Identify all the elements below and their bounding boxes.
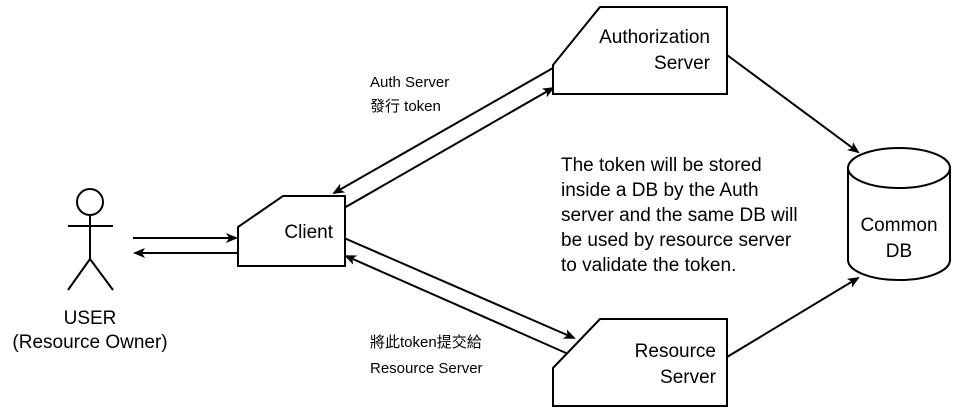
user-actor-node: USER (Resource Owner) <box>12 188 168 353</box>
authorization-server-node: Authorization Server <box>552 6 728 95</box>
authorization-server-label-line2: Server <box>654 53 711 74</box>
client-to-auth-arrow <box>343 87 555 209</box>
resource-edge-label: 將此token提交給 Resource Server <box>370 333 483 377</box>
note-line-1: The token will be stored <box>561 155 762 176</box>
user-head-icon <box>76 188 104 216</box>
note-line-2: inside a DB by the Auth <box>561 180 759 201</box>
note-line-3: server and the same DB will <box>561 205 798 226</box>
resource-server-label-line2: Server <box>660 367 717 388</box>
resource-edge-label-line1: 將此token提交給 <box>370 333 482 351</box>
auth-edge-label-line1: Auth Server <box>370 74 449 91</box>
auth-to-client-arrow <box>332 67 554 194</box>
resource-edge-label-line2: Resource Server <box>370 360 483 377</box>
user-label-line2: (Resource Owner) <box>12 332 167 353</box>
common-db-label-line2: DB <box>886 241 912 262</box>
common-db-label-line1: Common <box>860 215 937 236</box>
auth-edge-label-line2: 發行 token <box>370 98 441 115</box>
auth-edge-label: Auth Server 發行 token <box>370 74 449 115</box>
auth-to-db-arrow <box>726 54 860 154</box>
note-line-5: to validate the token. <box>561 255 736 276</box>
client-node: Client <box>237 195 346 267</box>
user-label-line1: USER <box>64 308 117 329</box>
note-line-4: be used by resource server <box>561 230 792 251</box>
authorization-server-label-line1: Authorization <box>599 27 710 48</box>
client-to-resource-arrow <box>343 237 576 339</box>
resource-server-label-line1: Resource <box>635 341 716 362</box>
resource-to-client-arrow <box>344 255 567 354</box>
client-label: Client <box>284 222 333 243</box>
resource-server-node: Resource Server <box>552 318 728 407</box>
common-db-node: Common DB <box>847 147 951 281</box>
resource-to-db-arrow <box>726 276 860 358</box>
token-storage-note: The token will be stored inside a DB by … <box>561 155 798 276</box>
